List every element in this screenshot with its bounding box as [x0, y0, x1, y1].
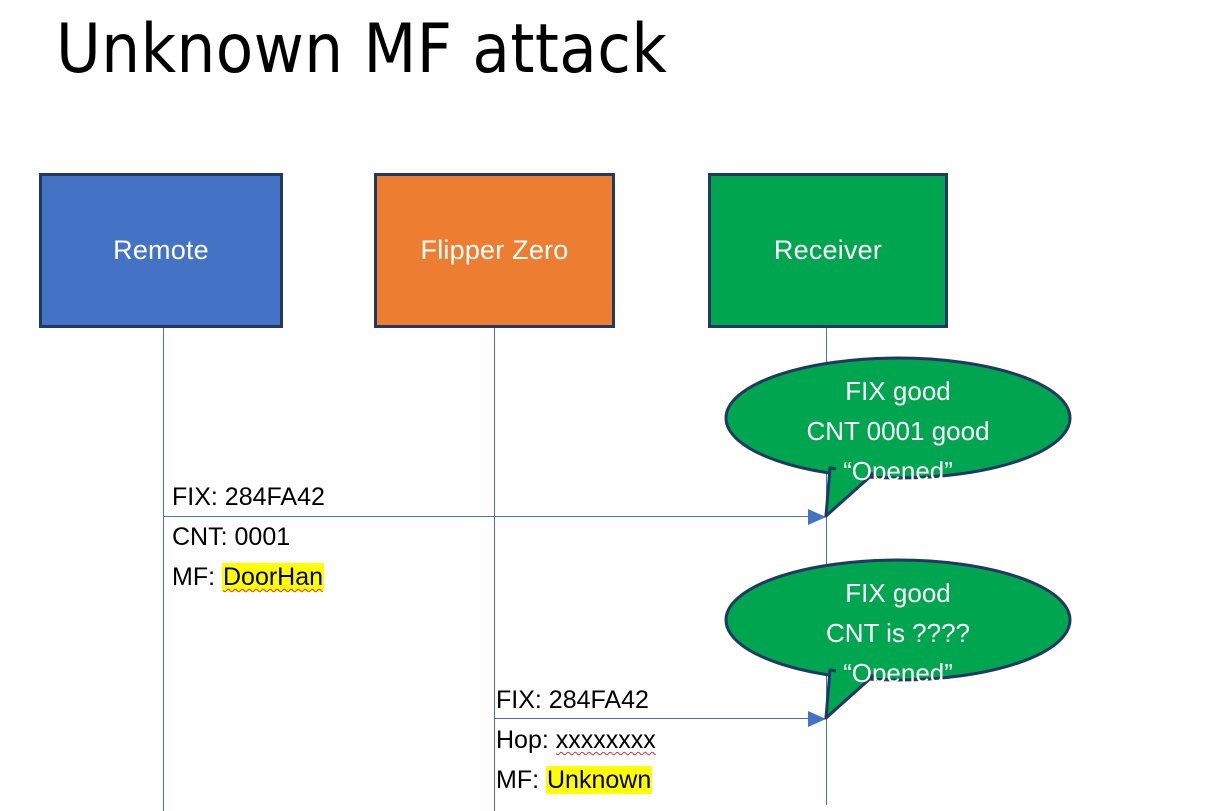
message-line-value-highlighted: DoorHan [222, 563, 325, 591]
message-line-value: 284FA42 [224, 483, 325, 511]
message-arrow-remote-to-receiver [163, 516, 826, 517]
message-line-label: MF: [172, 563, 216, 591]
message-line: FIX: 284FA42 [172, 477, 325, 517]
actor-box-flipper[interactable]: Flipper Zero [374, 173, 615, 328]
speech-bubble-shape [724, 558, 1072, 720]
actor-box-remote[interactable]: Remote [39, 173, 283, 328]
actor-label-receiver: Receiver [773, 235, 883, 265]
arrow-head-icon [808, 711, 826, 727]
message-line-label: CNT: [172, 523, 228, 551]
message-line-value-highlighted: Unknown [546, 766, 653, 794]
message-label-remote-to-receiver: FIX: 284FA42 CNT: 0001 MF: DoorHan [172, 477, 325, 597]
callout-bubble-receiver-response-2[interactable]: FIX good CNT is ???? “Opened” [718, 557, 1078, 725]
message-line-label: FIX: [496, 686, 542, 714]
message-line-label: FIX: [172, 483, 218, 511]
message-line-label: Hop: [496, 726, 549, 754]
message-line: CNT: 0001 [172, 517, 325, 557]
arrow-head-icon [808, 509, 826, 525]
message-line-value: xxxxxxxx [555, 726, 656, 754]
actor-box-receiver[interactable]: Receiver [708, 173, 948, 328]
speech-bubble-shape [724, 356, 1072, 518]
page-title: Unknown MF attack [56, 10, 668, 89]
lifeline-remote [163, 328, 164, 811]
lifeline-flipper [494, 328, 495, 811]
message-line: Hop: xxxxxxxx [496, 720, 656, 760]
actor-label-flipper: Flipper Zero [420, 235, 569, 265]
message-line: MF: DoorHan [172, 557, 325, 597]
message-arrow-flipper-to-receiver [494, 718, 826, 719]
message-line-value: 284FA42 [548, 686, 649, 714]
message-line: MF: Unknown [496, 760, 656, 800]
message-line-value: 0001 [234, 523, 291, 551]
actor-label-remote: Remote [113, 235, 209, 265]
callout-bubble-receiver-response-1[interactable]: FIX good CNT 0001 good “Opened” [718, 355, 1078, 523]
message-line: FIX: 284FA42 [496, 680, 656, 720]
message-line-label: MF: [496, 766, 540, 794]
message-label-flipper-to-receiver: FIX: 284FA42 Hop: xxxxxxxx MF: Unknown [496, 680, 656, 800]
